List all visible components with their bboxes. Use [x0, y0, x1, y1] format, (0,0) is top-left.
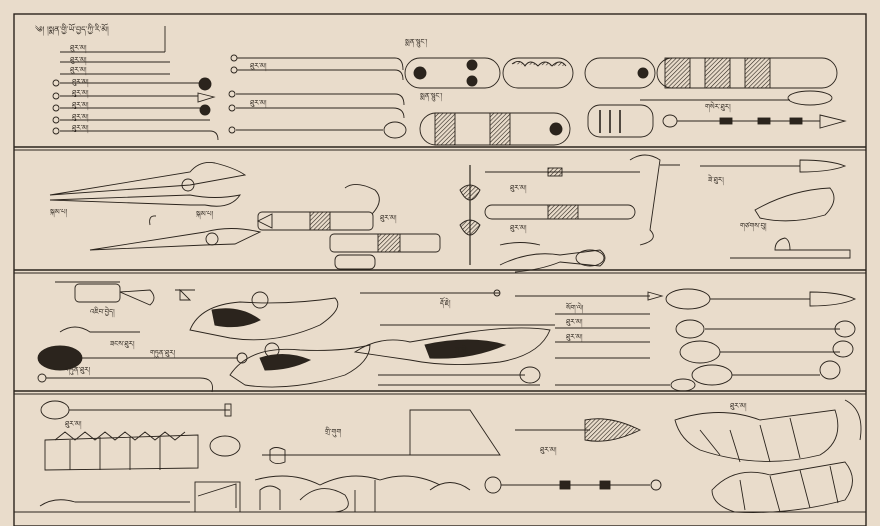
- instrument-label: ཟེ་ཐུར།: [708, 176, 724, 184]
- lancet-right: [700, 159, 851, 259]
- probe-set-middle: [228, 54, 407, 139]
- curved-blade-top: [189, 291, 339, 341]
- key-instrument: [256, 184, 441, 270]
- instrument-label: ཐུར་མ།: [72, 113, 89, 121]
- curved-saw-blades: [674, 399, 862, 513]
- instrument-label: ཐུར་མ།: [72, 89, 89, 97]
- plate-title: ༄། །སྨན་གྱི་ཡོ་བྱད་ཀྱི་རི་མོ།: [35, 25, 109, 34]
- instrument-label: ཐུར་མ།: [566, 318, 583, 326]
- instrument-label: ཐུར་མ།: [70, 56, 87, 64]
- spear-instrument: [459, 154, 680, 265]
- instrument-label: གཏུན་ཐུར།: [150, 349, 176, 357]
- instrument-label: སྐམ་པ།: [196, 210, 214, 218]
- instrument-label: གྲི་གུག: [325, 428, 342, 436]
- large-scalpel: [353, 324, 555, 386]
- curved-blade-bottom: [229, 342, 371, 388]
- instrument-label: ཟངས་ཐུར།: [110, 340, 135, 348]
- scissors-instrument: [499, 242, 606, 273]
- instrument-label: ཐུར་མ།: [72, 78, 89, 86]
- saw-and-spoon-set: [39, 400, 241, 513]
- needle-set-right: [360, 289, 696, 392]
- cleaver-blade: [262, 409, 501, 465]
- instrument-label: སྐམ་པ།: [50, 208, 68, 216]
- flower-probe: [484, 418, 662, 494]
- instrument-label: ཐུར་མ།: [70, 66, 87, 74]
- instrument-label: ཐུར་མ།: [72, 101, 89, 109]
- tongs-instrument: [49, 161, 262, 251]
- instrument-label: སོག་ལེ།: [566, 304, 584, 312]
- scroll-ornament: [254, 475, 471, 513]
- instrument-label: ཐུར་མ།: [72, 124, 89, 132]
- probe-set-left: [52, 26, 219, 141]
- instrument-label: ཐུར་མ།: [70, 44, 87, 52]
- instrument-label: ཐུར་མ།: [65, 420, 82, 428]
- instrument-label: ཐུར་མ།: [730, 402, 747, 410]
- instrument-label: གསེར་ཐུར།: [705, 103, 731, 111]
- instrument-label: ཐུར་མ།: [510, 184, 527, 192]
- instrument-label: ཐུར་མ།: [510, 224, 527, 232]
- instrument-label: རྡོ་རྗེ།: [440, 299, 451, 307]
- instrument-label: སྨན་སྙུང་།: [405, 38, 428, 46]
- instrument-label: ཐུར་མ།: [380, 214, 397, 222]
- instrument-label: ཐུར་མ།: [566, 333, 583, 341]
- capsule-column-right: [665, 288, 857, 386]
- instrument-label: སྤུ་གྲི།: [455, 346, 468, 354]
- capsule-row-top: [404, 57, 838, 89]
- instrument-label: གཙགས་བུ།: [740, 222, 767, 230]
- instrument-label: གཏུན་ཐུར།: [65, 366, 91, 374]
- instrument-label: ཐུར་མ།: [250, 62, 267, 70]
- instrument-label: སྨན་སྙུང་།: [420, 92, 443, 100]
- instrument-label: ཐུར་མ།: [540, 446, 557, 454]
- instrument-label: ཐུར་མ།: [250, 99, 267, 107]
- instrument-label: འཇིབ་བྱེད།: [90, 308, 115, 316]
- capsule-row-bottom: [419, 90, 847, 146]
- hook-knife-set: [37, 281, 248, 393]
